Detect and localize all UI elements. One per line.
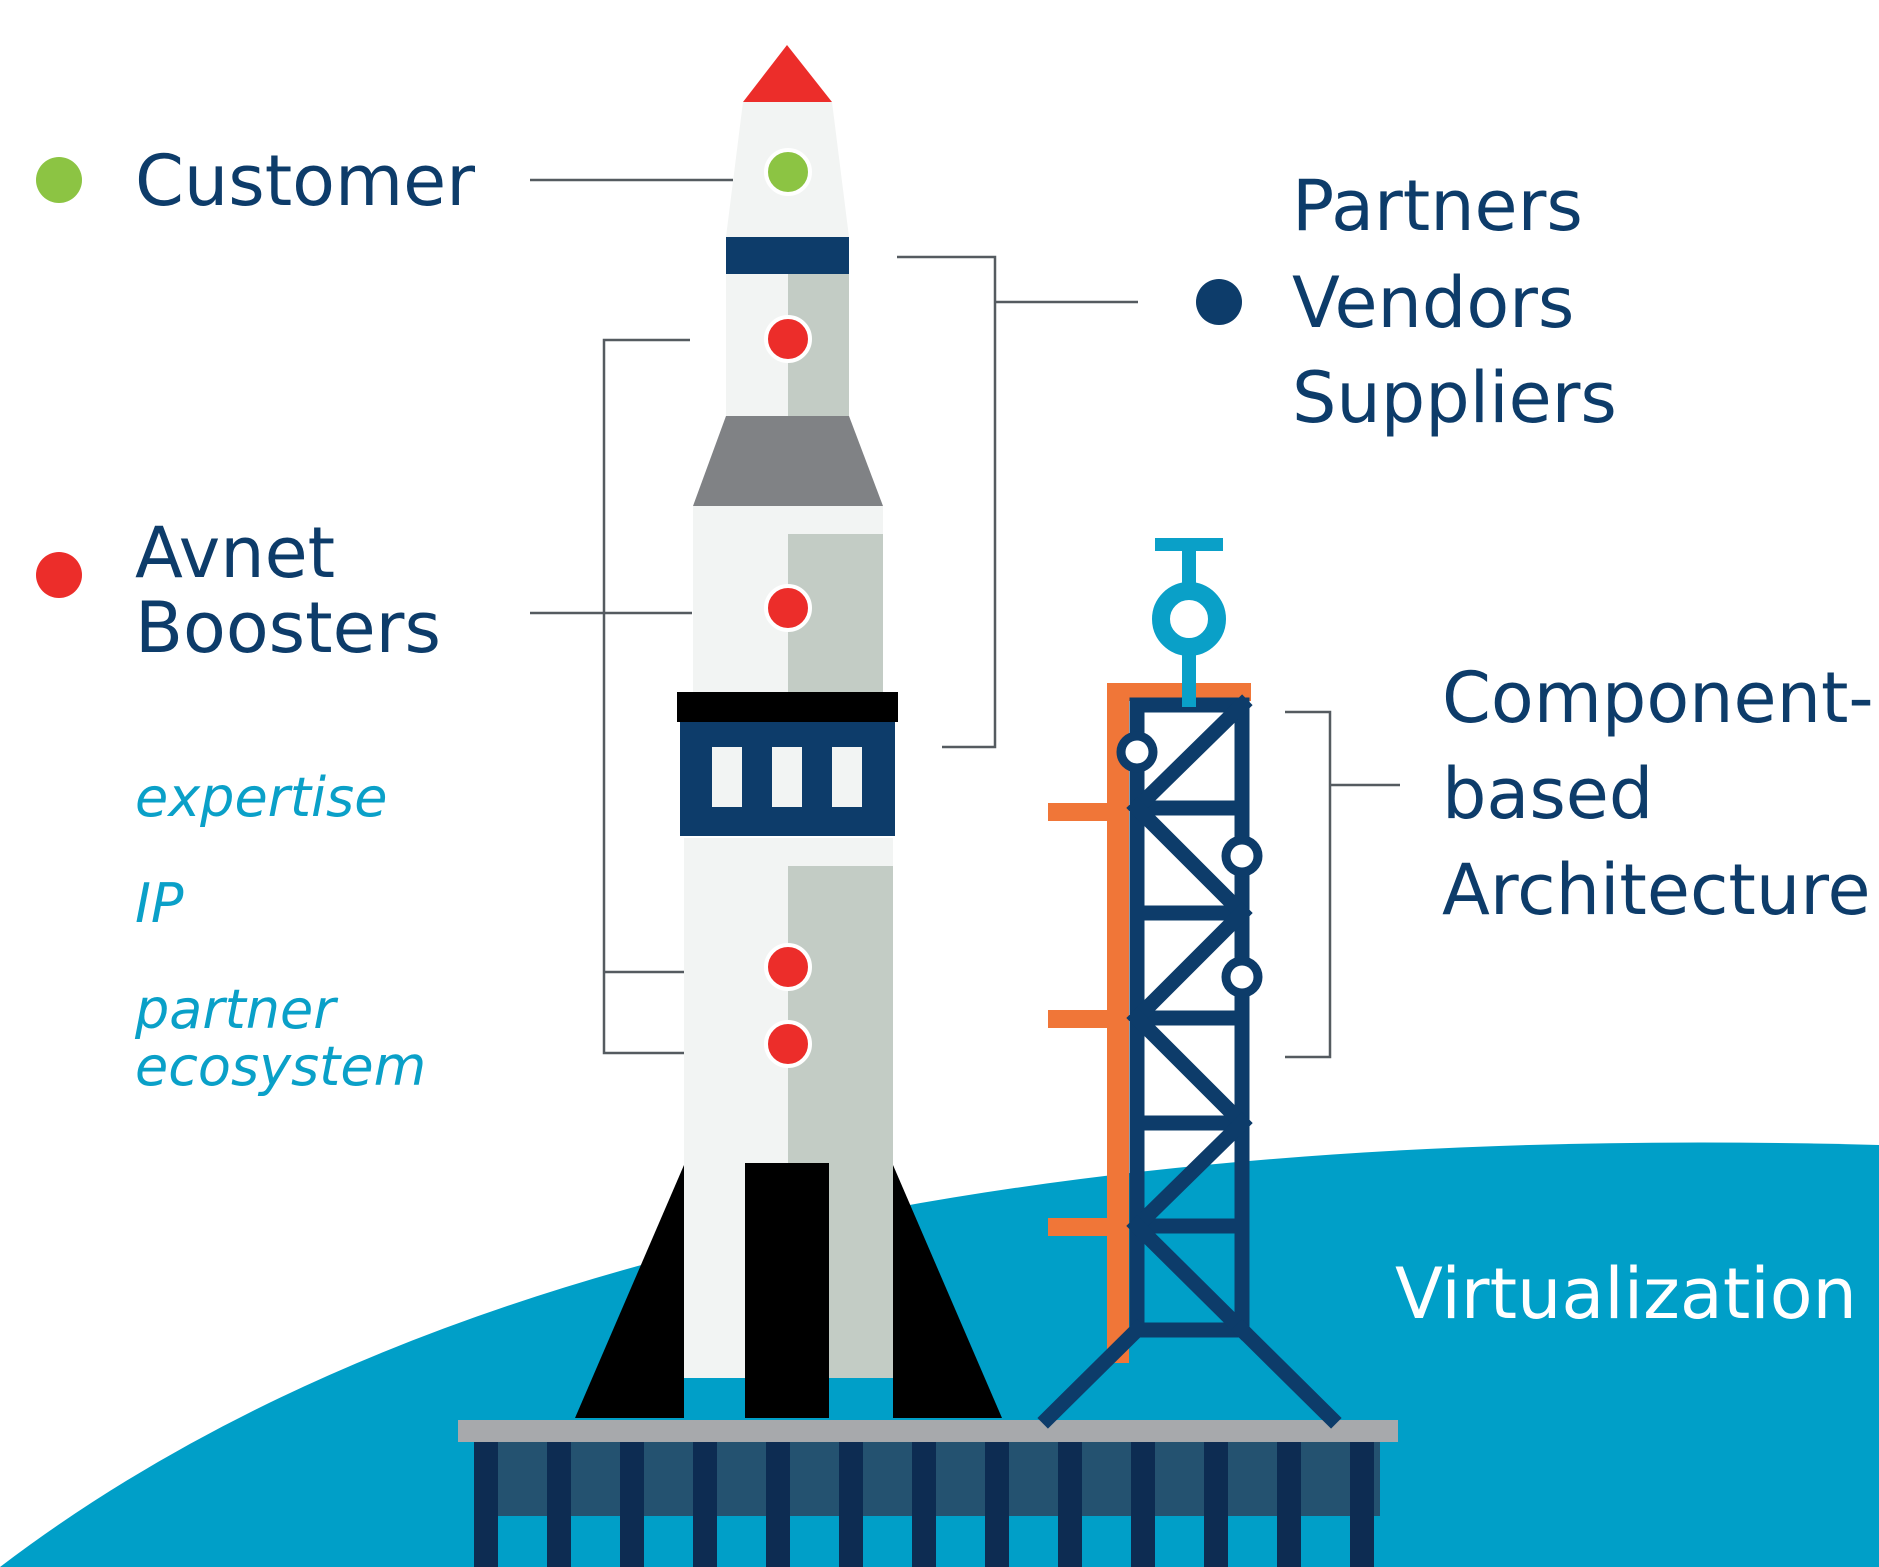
avnet-legend-dot — [36, 552, 82, 598]
avnet-label-line1: Avnet — [135, 512, 335, 594]
virtualization-label: Virtualization — [1395, 1253, 1857, 1335]
avnet-dot-rocket — [764, 584, 812, 632]
customer-legend-dot — [36, 157, 82, 203]
rocket-fin-right — [893, 1165, 1002, 1418]
partners-label-line2: Vendors — [1292, 262, 1574, 344]
leader-lines — [530, 178, 1400, 1059]
partners-legend-dot — [1196, 279, 1242, 325]
launch-tower — [1037, 538, 1342, 1429]
launch-pad — [458, 1420, 1398, 1567]
partners-label-line3: Suppliers — [1292, 357, 1617, 439]
customer-label: Customer — [135, 140, 475, 222]
tower-label-line3: Architecture — [1442, 849, 1871, 931]
avnet-label-line2: Boosters — [135, 587, 441, 669]
customer-dot-rocket — [764, 148, 812, 196]
avnet-sublabel-ip: IP — [135, 872, 184, 935]
rocket-nose-cone — [743, 45, 832, 102]
rocket-fin-left — [575, 1165, 684, 1418]
avnet-dot-rocket — [764, 1020, 812, 1068]
avnet-sublabel-ecosystem: ecosystem — [135, 1035, 426, 1098]
rocket-upper-band — [726, 237, 849, 274]
rocket — [575, 45, 1002, 1418]
tower-label-line2: based — [1442, 753, 1653, 835]
avnet-sublabel-expertise: expertise — [135, 766, 387, 829]
rocket-center-fin — [745, 1163, 829, 1418]
rocket-shoulder — [693, 416, 883, 506]
tower-label-line1: Component- — [1442, 657, 1874, 739]
avnet-dot-rocket — [764, 315, 812, 363]
avnet-sublabel-partner: partner — [134, 978, 338, 1041]
partners-label-line1: Partners — [1292, 165, 1583, 247]
avnet-dot-rocket — [764, 943, 812, 991]
